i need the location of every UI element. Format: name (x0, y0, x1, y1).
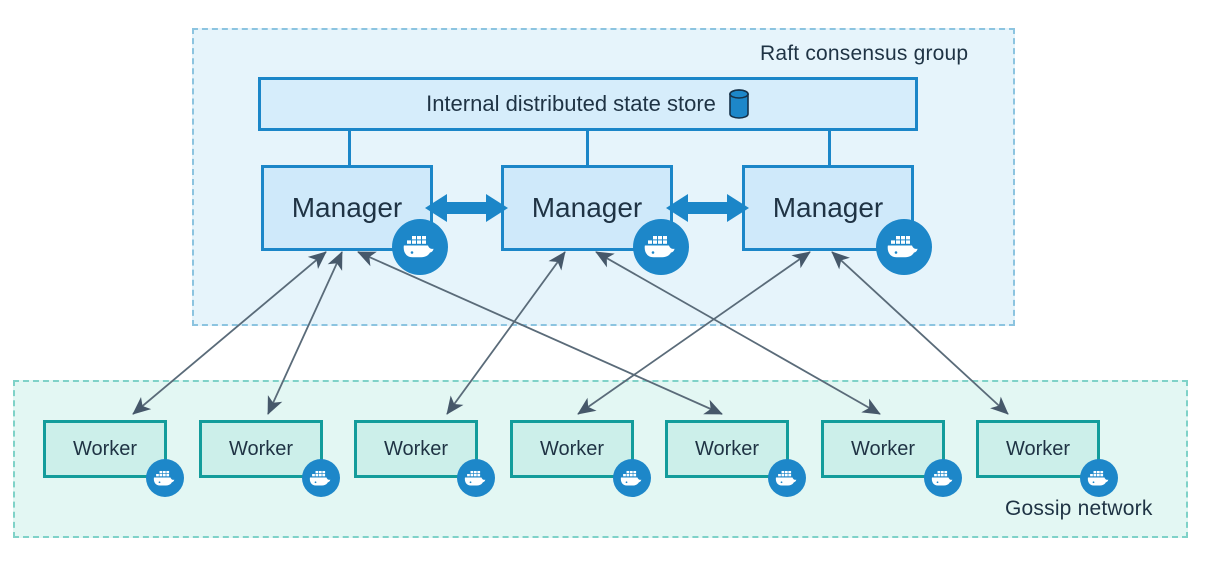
worker-node-4[interactable]: Worker (510, 420, 634, 478)
worker-node-7[interactable]: Worker (976, 420, 1100, 478)
docker-whale-icon (302, 459, 340, 497)
docker-whale-icon (876, 219, 932, 275)
docker-whale-icon (1080, 459, 1118, 497)
link-manager-2-worker-3 (446, 251, 566, 415)
state-store-label: Internal distributed state store (426, 91, 716, 116)
zone-gossip-label: Gossip network (1005, 497, 1153, 520)
worker-label: Worker (694, 437, 760, 460)
database-icon (728, 89, 750, 119)
worker-label: Worker (850, 437, 916, 460)
worker-node-3[interactable]: Worker (354, 420, 478, 478)
docker-whale-icon (392, 219, 448, 275)
connector-store-to-manager-2 (586, 128, 589, 167)
worker-node-2[interactable]: Worker (199, 420, 323, 478)
docker-whale-icon (457, 459, 495, 497)
link-manager-2-worker-6 (595, 251, 881, 415)
docker-whale-icon (633, 219, 689, 275)
connector-store-to-manager-3 (828, 128, 831, 167)
zone-raft-label: Raft consensus group (760, 42, 969, 65)
docker-whale-icon (613, 459, 651, 497)
docker-whale-icon (146, 459, 184, 497)
internal-state-store-box: Internal distributed state store (258, 77, 918, 131)
manager-label: Manager (772, 192, 884, 223)
link-manager-1-worker-5 (357, 251, 723, 415)
link-manager-3-worker-4 (577, 251, 811, 415)
link-manager-1-worker-2 (267, 251, 343, 415)
manager-label: Manager (531, 192, 643, 223)
worker-label: Worker (383, 437, 449, 460)
worker-node-1[interactable]: Worker (43, 420, 167, 478)
worker-label: Worker (539, 437, 605, 460)
worker-node-5[interactable]: Worker (665, 420, 789, 478)
link-manager-1-worker-1 (132, 251, 327, 415)
worker-label: Worker (228, 437, 294, 460)
manager-label: Manager (291, 192, 403, 223)
worker-label: Worker (1005, 437, 1071, 460)
worker-label: Worker (72, 437, 138, 460)
link-manager-3-worker-7 (831, 251, 1009, 415)
docker-whale-icon (768, 459, 806, 497)
worker-node-6[interactable]: Worker (821, 420, 945, 478)
connector-store-to-manager-1 (348, 128, 351, 167)
docker-whale-icon (924, 459, 962, 497)
